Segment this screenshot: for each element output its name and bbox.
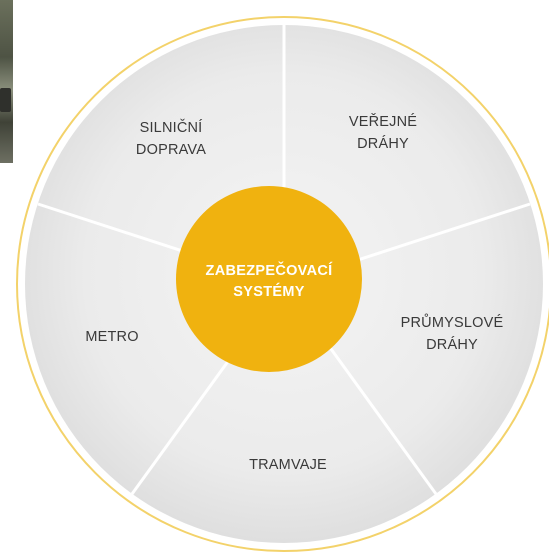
outer-ring: [16, 16, 549, 552]
cropped-photo-edge: [0, 0, 13, 163]
center-label: ZABEZPEČOVACÍ SYSTÉMY: [205, 263, 333, 300]
segment-label-silnicni-doprava: SILNIČNÍ DOPRAVA: [135, 120, 207, 158]
car-image-fragment: [0, 88, 11, 112]
center-circle: [176, 186, 362, 372]
segment-label-verejne-drahy: VEŘEJNÉ DRÁHY: [348, 114, 418, 152]
segment-label-tramvaje: TRAMVAJE: [249, 457, 327, 473]
segment-label-metro: METRO: [85, 329, 139, 345]
segment-label-prumyslove-drahy: PRŮMYSLOVÉ DRÁHY: [400, 315, 504, 353]
